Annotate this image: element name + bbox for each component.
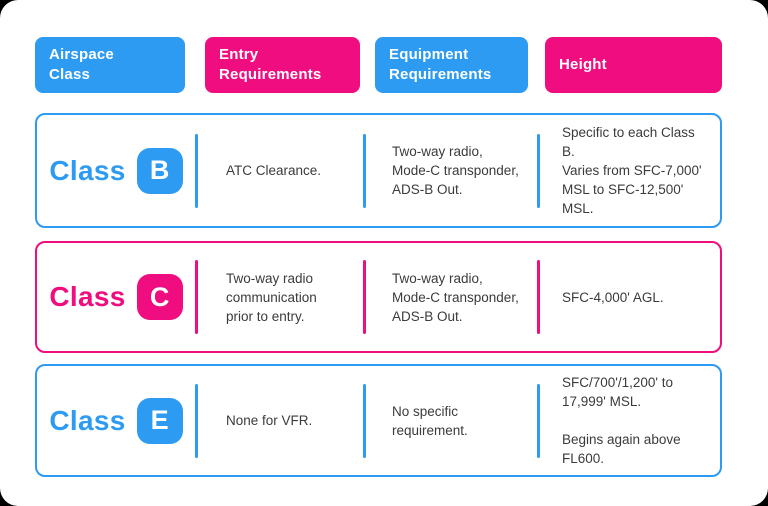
class-cell: Class E bbox=[37, 366, 195, 475]
equipment-cell: Two-way radio, Mode-C transponder, ADS-B… bbox=[392, 144, 519, 197]
class-word: Class bbox=[49, 404, 126, 436]
class-c-badge: C bbox=[136, 274, 183, 320]
column-divider bbox=[195, 383, 198, 458]
class-cell: Class C bbox=[37, 243, 195, 351]
column-divider bbox=[537, 133, 540, 208]
header-pill-equipment-requirements: Equipment Requirements bbox=[375, 37, 528, 93]
row-class-c: Class C Two-way radio communication prio… bbox=[35, 241, 722, 353]
class-b-badge: B bbox=[136, 147, 183, 194]
class-word: Class bbox=[49, 281, 126, 312]
column-divider bbox=[195, 133, 198, 208]
height-cell: Specific to each Class B. Varies from SF… bbox=[562, 125, 702, 216]
column-divider bbox=[537, 383, 540, 458]
entry-cell: ATC Clearance. bbox=[226, 163, 322, 178]
class-word: Class bbox=[49, 154, 126, 186]
entry-cell: None for VFR. bbox=[226, 413, 313, 428]
column-divider bbox=[363, 133, 366, 208]
height-cell: SFC/700'/1,200' to 17,999' MSL. Begins a… bbox=[562, 375, 681, 466]
equipment-cell: No specific requirement. bbox=[392, 403, 468, 438]
header-pill-airspace-class: Airspace Class bbox=[35, 37, 185, 93]
height-cell: SFC-4,000' AGL. bbox=[562, 289, 664, 305]
header-pill-entry-requirements: Entry Requirements bbox=[205, 37, 360, 93]
row-class-e: Class E None for VFR. No specific requir… bbox=[35, 364, 722, 477]
class-cell: Class B bbox=[37, 115, 195, 226]
column-divider bbox=[195, 260, 198, 334]
column-divider bbox=[363, 383, 366, 458]
column-divider bbox=[363, 260, 366, 334]
class-e-badge: E bbox=[136, 397, 183, 444]
header-pill-height: Height bbox=[545, 37, 722, 93]
entry-cell: Two-way radio communication prior to ent… bbox=[226, 270, 317, 324]
equipment-cell: Two-way radio, Mode-C transponder, ADS-B… bbox=[392, 270, 519, 324]
row-class-b: Class B ATC Clearance. Two-way radio, Mo… bbox=[35, 113, 722, 228]
column-divider bbox=[537, 260, 540, 334]
